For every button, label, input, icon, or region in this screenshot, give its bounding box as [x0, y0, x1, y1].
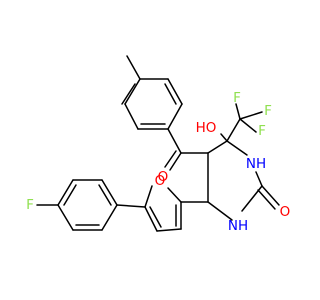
bond-fp-4	[57, 204, 74, 231]
bond-fur-4	[156, 228, 182, 232]
structure-svg: O HO F F F NH O NH O F	[26, 55, 290, 234]
bond-tol-2	[124, 103, 139, 130]
bond-methyl	[126, 55, 141, 80]
bond-tol-4	[167, 103, 183, 130]
bond-c5-c4	[207, 140, 228, 154]
bond-n1-c6	[207, 201, 233, 221]
bond-fur-3	[144, 206, 158, 232]
atom-f-cf3-2: F	[264, 103, 272, 119]
bond-fur-3-inner	[149, 206, 162, 228]
atom-ho-hydroxyl: HO	[196, 120, 217, 136]
atom-nh-lower: NH	[228, 218, 248, 234]
bond-aryl-carbonyl	[167, 128, 182, 154]
bond-cf3-f1	[235, 103, 241, 120]
bond-c2-n1	[241, 185, 263, 212]
bond-fur-1	[167, 187, 182, 203]
bond-cf3-f3	[239, 118, 257, 133]
atom-nh-upper: NH	[246, 156, 266, 172]
molecule-structure-diagram: O HO F F F NH O NH O F	[26, 55, 290, 234]
bond-furan-aryl	[116, 204, 146, 208]
bond-n3-c2	[255, 171, 263, 187]
bond-fp-3-inner	[63, 184, 77, 206]
bond-tol-5	[167, 78, 183, 105]
bond-fp-1	[101, 179, 118, 206]
bond-urea-co-a	[261, 185, 280, 206]
atom-o-ketone: O	[158, 169, 169, 185]
bonds	[36, 55, 280, 232]
atom-o-furan: O	[155, 173, 166, 189]
atom-f-cf3-1: F	[233, 90, 241, 106]
atom-labels: O HO F F F NH O NH O F	[26, 90, 290, 234]
bond-cf3-f2	[239, 111, 263, 120]
bond-fp-1-inner	[98, 184, 112, 206]
bond-tol-5-inner	[164, 83, 177, 105]
bond-tol-1-inner	[121, 83, 136, 105]
atom-f-cf3-3: F	[258, 123, 266, 139]
bond-c4-oh	[220, 133, 228, 142]
bond-fur-2	[144, 185, 153, 208]
bond-urea-co-b	[257, 189, 276, 210]
atom-o-urea: O	[280, 204, 291, 220]
bond-c4-n3	[226, 140, 248, 156]
bond-c4-cf3	[226, 118, 241, 142]
bond-tol-1	[124, 78, 141, 105]
bond-fp-6	[101, 204, 118, 231]
bond-fp-3	[57, 179, 74, 206]
bond-ketone-co-a	[169, 152, 182, 171]
bond-ketone-co-b	[164, 150, 177, 168]
atom-f-aryl: F	[26, 197, 34, 213]
